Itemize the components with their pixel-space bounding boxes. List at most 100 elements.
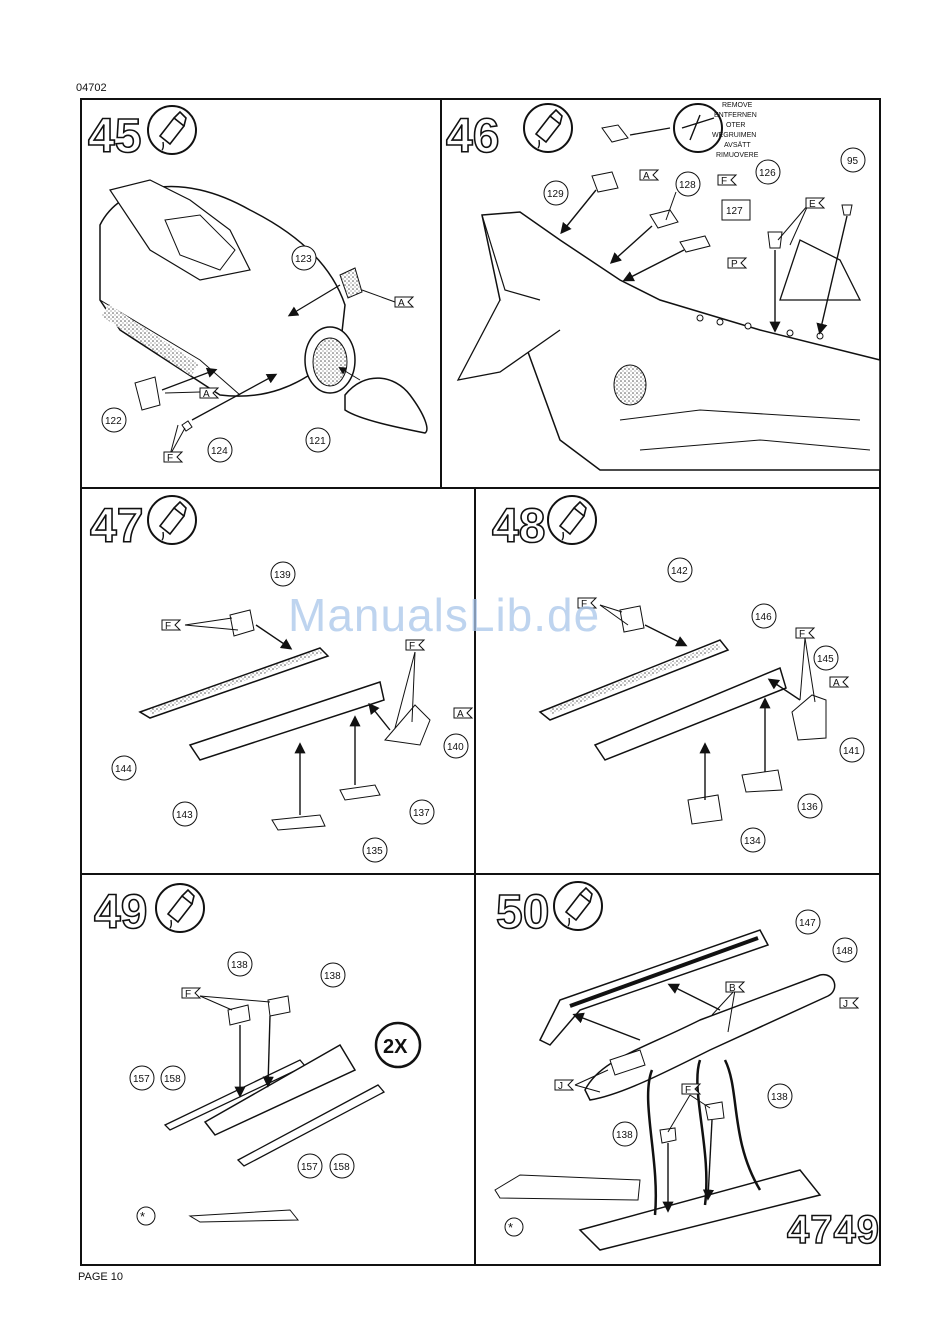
part-callout: 121	[306, 428, 330, 452]
glue-flag: E	[806, 198, 824, 210]
part-callout: 138	[228, 952, 252, 976]
part-callout: 145	[814, 646, 838, 670]
part-callout: 122	[102, 408, 126, 432]
glue-flag: F	[162, 620, 180, 632]
svg-text:158: 158	[164, 1074, 181, 1085]
step-49: 49 2X 138 138 157 158 157 158 F *	[94, 884, 420, 1225]
step-number: 48	[492, 500, 545, 553]
glue-icon	[554, 882, 602, 930]
svg-text:137: 137	[413, 808, 430, 819]
svg-text:A: A	[203, 389, 210, 400]
svg-text:A: A	[833, 678, 840, 689]
svg-text:157: 157	[301, 1162, 318, 1173]
part-callout: 140	[444, 734, 468, 758]
glue-flag: F	[718, 175, 736, 187]
step-number: 46	[446, 110, 499, 163]
svg-text:135: 135	[366, 846, 383, 857]
svg-text:129: 129	[547, 189, 564, 200]
step-46: 46 REMOVE ENTFERNEN OTER WEGRUIMEN AVSÄT…	[446, 102, 880, 470]
part-callout: 128	[676, 172, 700, 196]
svg-text:F: F	[185, 989, 191, 1000]
svg-text:P: P	[731, 259, 738, 270]
glue-icon	[148, 106, 196, 154]
part-callout: 158	[161, 1066, 185, 1090]
part-callout: 144	[112, 756, 136, 780]
svg-text:F: F	[799, 629, 805, 640]
svg-text:126: 126	[759, 168, 776, 179]
svg-text:ENTFERNEN: ENTFERNEN	[714, 112, 757, 119]
part-callout: 123	[292, 246, 316, 270]
part-callout: 126	[756, 160, 780, 184]
svg-text:158: 158	[333, 1162, 350, 1173]
step-50: 50 147 148 138 138 B J J	[495, 882, 858, 1250]
svg-text:124: 124	[211, 446, 228, 457]
glue-icon	[548, 496, 596, 544]
svg-text:F: F	[721, 176, 727, 187]
svg-text:139: 139	[274, 570, 291, 581]
svg-text:A: A	[643, 171, 650, 182]
svg-text:95: 95	[847, 156, 859, 167]
part-callout: 129	[544, 181, 568, 205]
step-number: 50	[496, 886, 549, 939]
svg-text:AVSÄTT: AVSÄTT	[724, 141, 751, 149]
part-callout: 138	[768, 1084, 792, 1108]
svg-text:141: 141	[843, 746, 860, 757]
svg-text:J: J	[843, 999, 848, 1010]
svg-text:136: 136	[801, 802, 818, 813]
step-45: 45 123	[88, 106, 427, 464]
svg-text:F: F	[165, 621, 171, 632]
part-callout: 158	[330, 1154, 354, 1178]
svg-text:*: *	[508, 1220, 513, 1235]
glue-flag: A	[640, 170, 658, 182]
svg-text:121: 121	[309, 436, 326, 447]
glue-flag: J	[840, 998, 858, 1010]
svg-text:148: 148	[836, 946, 853, 957]
glue-icon	[148, 496, 196, 544]
svg-text:138: 138	[771, 1092, 788, 1103]
svg-text:WEGRUIMEN: WEGRUIMEN	[712, 132, 756, 139]
part-callout: 137	[410, 800, 434, 824]
svg-text:128: 128	[679, 180, 696, 191]
part-callout: 146	[752, 604, 776, 628]
svg-text:A: A	[398, 298, 405, 309]
svg-text:REMOVE: REMOVE	[722, 102, 753, 109]
glue-icon	[156, 884, 204, 932]
part-callout: 157	[298, 1154, 322, 1178]
svg-text:145: 145	[817, 654, 834, 665]
glue-flag: F	[182, 988, 200, 1000]
svg-text:RIMUOVERE: RIMUOVERE	[716, 152, 759, 159]
part-callout: 138	[321, 963, 345, 987]
glue-icon	[524, 104, 572, 152]
part-callout: 141	[840, 738, 864, 762]
part-callout: 157	[130, 1066, 154, 1090]
watermark: ManualsLib.de	[288, 588, 600, 642]
svg-text:146: 146	[755, 612, 772, 623]
svg-text:127: 127	[726, 206, 743, 217]
step-number: 49	[94, 886, 147, 939]
glue-flag: P	[728, 258, 746, 270]
part-callout: 136	[798, 794, 822, 818]
part-callout: 148	[833, 938, 857, 962]
part-callout: 139	[271, 562, 295, 586]
glue-flag: A	[200, 388, 218, 400]
glue-flag: A	[395, 297, 413, 309]
svg-text:OTER: OTER	[726, 122, 745, 129]
part-callout: 95	[841, 148, 865, 172]
svg-text:F: F	[167, 453, 173, 464]
multiplier-label: 2X	[383, 1036, 408, 1058]
part-callout: 124	[208, 438, 232, 462]
part-callout: 135	[363, 838, 387, 862]
svg-text:142: 142	[671, 566, 688, 577]
part-callout: 138	[613, 1122, 637, 1146]
svg-text:138: 138	[324, 971, 341, 982]
svg-text:123: 123	[295, 254, 312, 265]
svg-text:B: B	[729, 983, 736, 994]
part-callout: 147	[796, 910, 820, 934]
svg-text:140: 140	[447, 742, 464, 753]
svg-text:143: 143	[176, 810, 193, 821]
glue-flag: A	[830, 677, 848, 689]
svg-text:J: J	[558, 1081, 563, 1092]
catalog-number: 4749	[787, 1208, 880, 1253]
